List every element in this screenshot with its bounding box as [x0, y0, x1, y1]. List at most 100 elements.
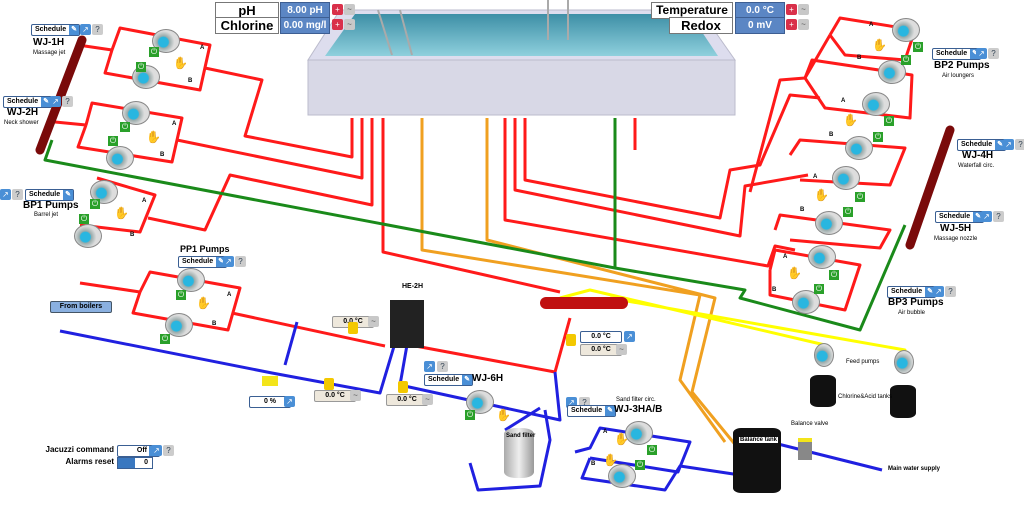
settings-icon[interactable]: ↗ — [80, 24, 91, 35]
power-icon[interactable]: ⏻ — [901, 55, 911, 65]
settings-icon[interactable]: ↗ — [566, 397, 577, 408]
power-icon[interactable]: ⏻ — [855, 192, 865, 202]
help-icon[interactable]: ? — [1015, 139, 1024, 150]
pump-label: A — [813, 174, 818, 180]
pump-bp3-b[interactable] — [792, 290, 820, 314]
trend-icon[interactable]: ~ — [616, 344, 627, 355]
power-icon[interactable]: ⏻ — [149, 47, 159, 57]
pump-wj2h-b[interactable] — [106, 146, 134, 170]
schedule-button-bp2[interactable]: Schedule — [932, 48, 981, 60]
trend-icon[interactable]: ~ — [368, 316, 379, 327]
schedule-button-wj2h[interactable]: Schedule — [3, 96, 52, 108]
help-icon[interactable]: ? — [945, 286, 956, 297]
settings-icon[interactable]: ↗ — [424, 361, 435, 372]
pump-bp1-b[interactable] — [74, 224, 102, 248]
pump-wj5h-a[interactable] — [832, 166, 860, 190]
help-icon[interactable]: ? — [12, 189, 23, 200]
pump-wj4h-a[interactable] — [862, 92, 890, 116]
manual-hand-icon: ✋ — [603, 453, 618, 467]
help-icon[interactable]: ? — [988, 48, 999, 59]
sensor-icon — [348, 322, 358, 334]
pump-label: B — [591, 461, 596, 467]
alarm-icon[interactable]: + — [786, 19, 797, 30]
trend-icon[interactable]: ~ — [344, 4, 355, 15]
power-icon[interactable]: ⏻ — [465, 410, 475, 420]
settings-icon[interactable]: ↗ — [151, 445, 162, 456]
power-icon[interactable]: ⏻ — [829, 270, 839, 280]
power-icon[interactable]: ⏻ — [814, 284, 824, 294]
power-icon[interactable]: ⏻ — [90, 199, 100, 209]
settings-icon[interactable]: ↗ — [50, 96, 61, 107]
settings-icon[interactable]: ↗ — [933, 286, 944, 297]
feed-pump-1[interactable] — [814, 343, 834, 367]
manual-hand-icon: ✋ — [196, 296, 211, 310]
power-icon[interactable]: ⏻ — [913, 42, 923, 52]
help-icon[interactable]: ? — [437, 361, 448, 372]
power-icon[interactable]: ⏻ — [647, 445, 657, 455]
power-icon[interactable]: ⏻ — [843, 207, 853, 217]
power-icon[interactable]: ⏻ — [635, 460, 645, 470]
alarm-icon[interactable]: + — [786, 4, 797, 15]
schedule-button-bp3[interactable]: Schedule — [887, 286, 936, 298]
pump-wj4h-b[interactable] — [845, 136, 873, 160]
help-icon[interactable]: ? — [92, 24, 103, 35]
settings-icon[interactable]: ↗ — [976, 48, 987, 59]
power-icon[interactable]: ⏻ — [176, 290, 186, 300]
pump-wj5h-b[interactable] — [815, 211, 843, 235]
feed-pump-2[interactable] — [894, 350, 914, 374]
help-icon[interactable]: ? — [579, 397, 590, 408]
alarm-icon[interactable]: + — [332, 4, 343, 15]
power-icon[interactable]: ⏻ — [120, 122, 130, 132]
schedule-button-wj5h[interactable]: Schedule — [935, 211, 984, 223]
power-icon[interactable]: ⏻ — [108, 136, 118, 146]
help-icon[interactable]: ? — [993, 211, 1004, 222]
help-icon[interactable]: ? — [163, 445, 174, 456]
settings-icon[interactable]: ↗ — [284, 396, 295, 407]
trend-icon[interactable]: ~ — [422, 394, 433, 405]
pump-bp1-a[interactable] — [90, 180, 118, 204]
valve-position-input[interactable]: 0 % — [249, 396, 291, 408]
power-icon[interactable]: ⏻ — [79, 214, 89, 224]
trend-icon[interactable]: ~ — [344, 19, 355, 30]
power-icon[interactable]: ⏻ — [160, 334, 170, 344]
schedule-button-wj6h[interactable]: Schedule — [424, 374, 473, 386]
pump-wj3h-b[interactable] — [608, 464, 636, 488]
trend-icon[interactable]: ~ — [350, 390, 361, 401]
redox-value: 0 mV — [735, 17, 785, 34]
settings-icon[interactable]: ↗ — [1003, 139, 1014, 150]
alarm-icon[interactable]: + — [332, 19, 343, 30]
temp-setpoint-input[interactable]: 0.0 °C — [580, 331, 622, 343]
power-icon[interactable]: ⏻ — [873, 132, 883, 142]
trend-icon[interactable]: ~ — [798, 4, 809, 15]
pump-label: B — [130, 232, 135, 238]
alarms-reset-button[interactable]: 0 — [117, 457, 153, 469]
help-icon[interactable]: ? — [235, 256, 246, 267]
schedule-button-bp1[interactable]: Schedule — [25, 189, 74, 201]
group-title: WJ-6H — [472, 373, 504, 384]
pump-wj3h-a[interactable] — [625, 421, 653, 445]
pump-pp1-a[interactable] — [177, 268, 205, 292]
pump-bp3-a[interactable] — [808, 245, 836, 269]
help-icon[interactable]: ? — [62, 96, 73, 107]
schedule-button-wj4h[interactable]: Schedule — [957, 139, 1006, 151]
settings-icon[interactable]: ↗ — [981, 211, 992, 222]
manifold — [540, 297, 628, 309]
pump-wj2h-a[interactable] — [122, 101, 150, 125]
settings-icon[interactable]: ↗ — [0, 189, 11, 200]
pump-bp2-a[interactable] — [892, 18, 920, 42]
schedule-button-wj1h[interactable]: Schedule — [31, 24, 80, 36]
settings-icon[interactable]: ↗ — [624, 331, 635, 342]
manual-hand-icon: ✋ — [114, 206, 129, 220]
pool — [307, 0, 736, 116]
pump-pp1-b[interactable] — [165, 313, 193, 337]
schedule-button-wj3h[interactable]: Schedule — [567, 405, 616, 417]
trend-icon[interactable]: ~ — [798, 19, 809, 30]
schedule-button-pp1[interactable]: Schedule — [178, 256, 227, 268]
balance-valve-icon[interactable] — [798, 438, 812, 460]
collector-left — [35, 35, 87, 155]
main-water-label: Main water supply — [888, 466, 941, 472]
manual-hand-icon: ✋ — [787, 266, 802, 280]
settings-icon[interactable]: ↗ — [223, 256, 234, 267]
power-icon[interactable]: ⏻ — [136, 62, 146, 72]
power-icon[interactable]: ⏻ — [884, 116, 894, 126]
